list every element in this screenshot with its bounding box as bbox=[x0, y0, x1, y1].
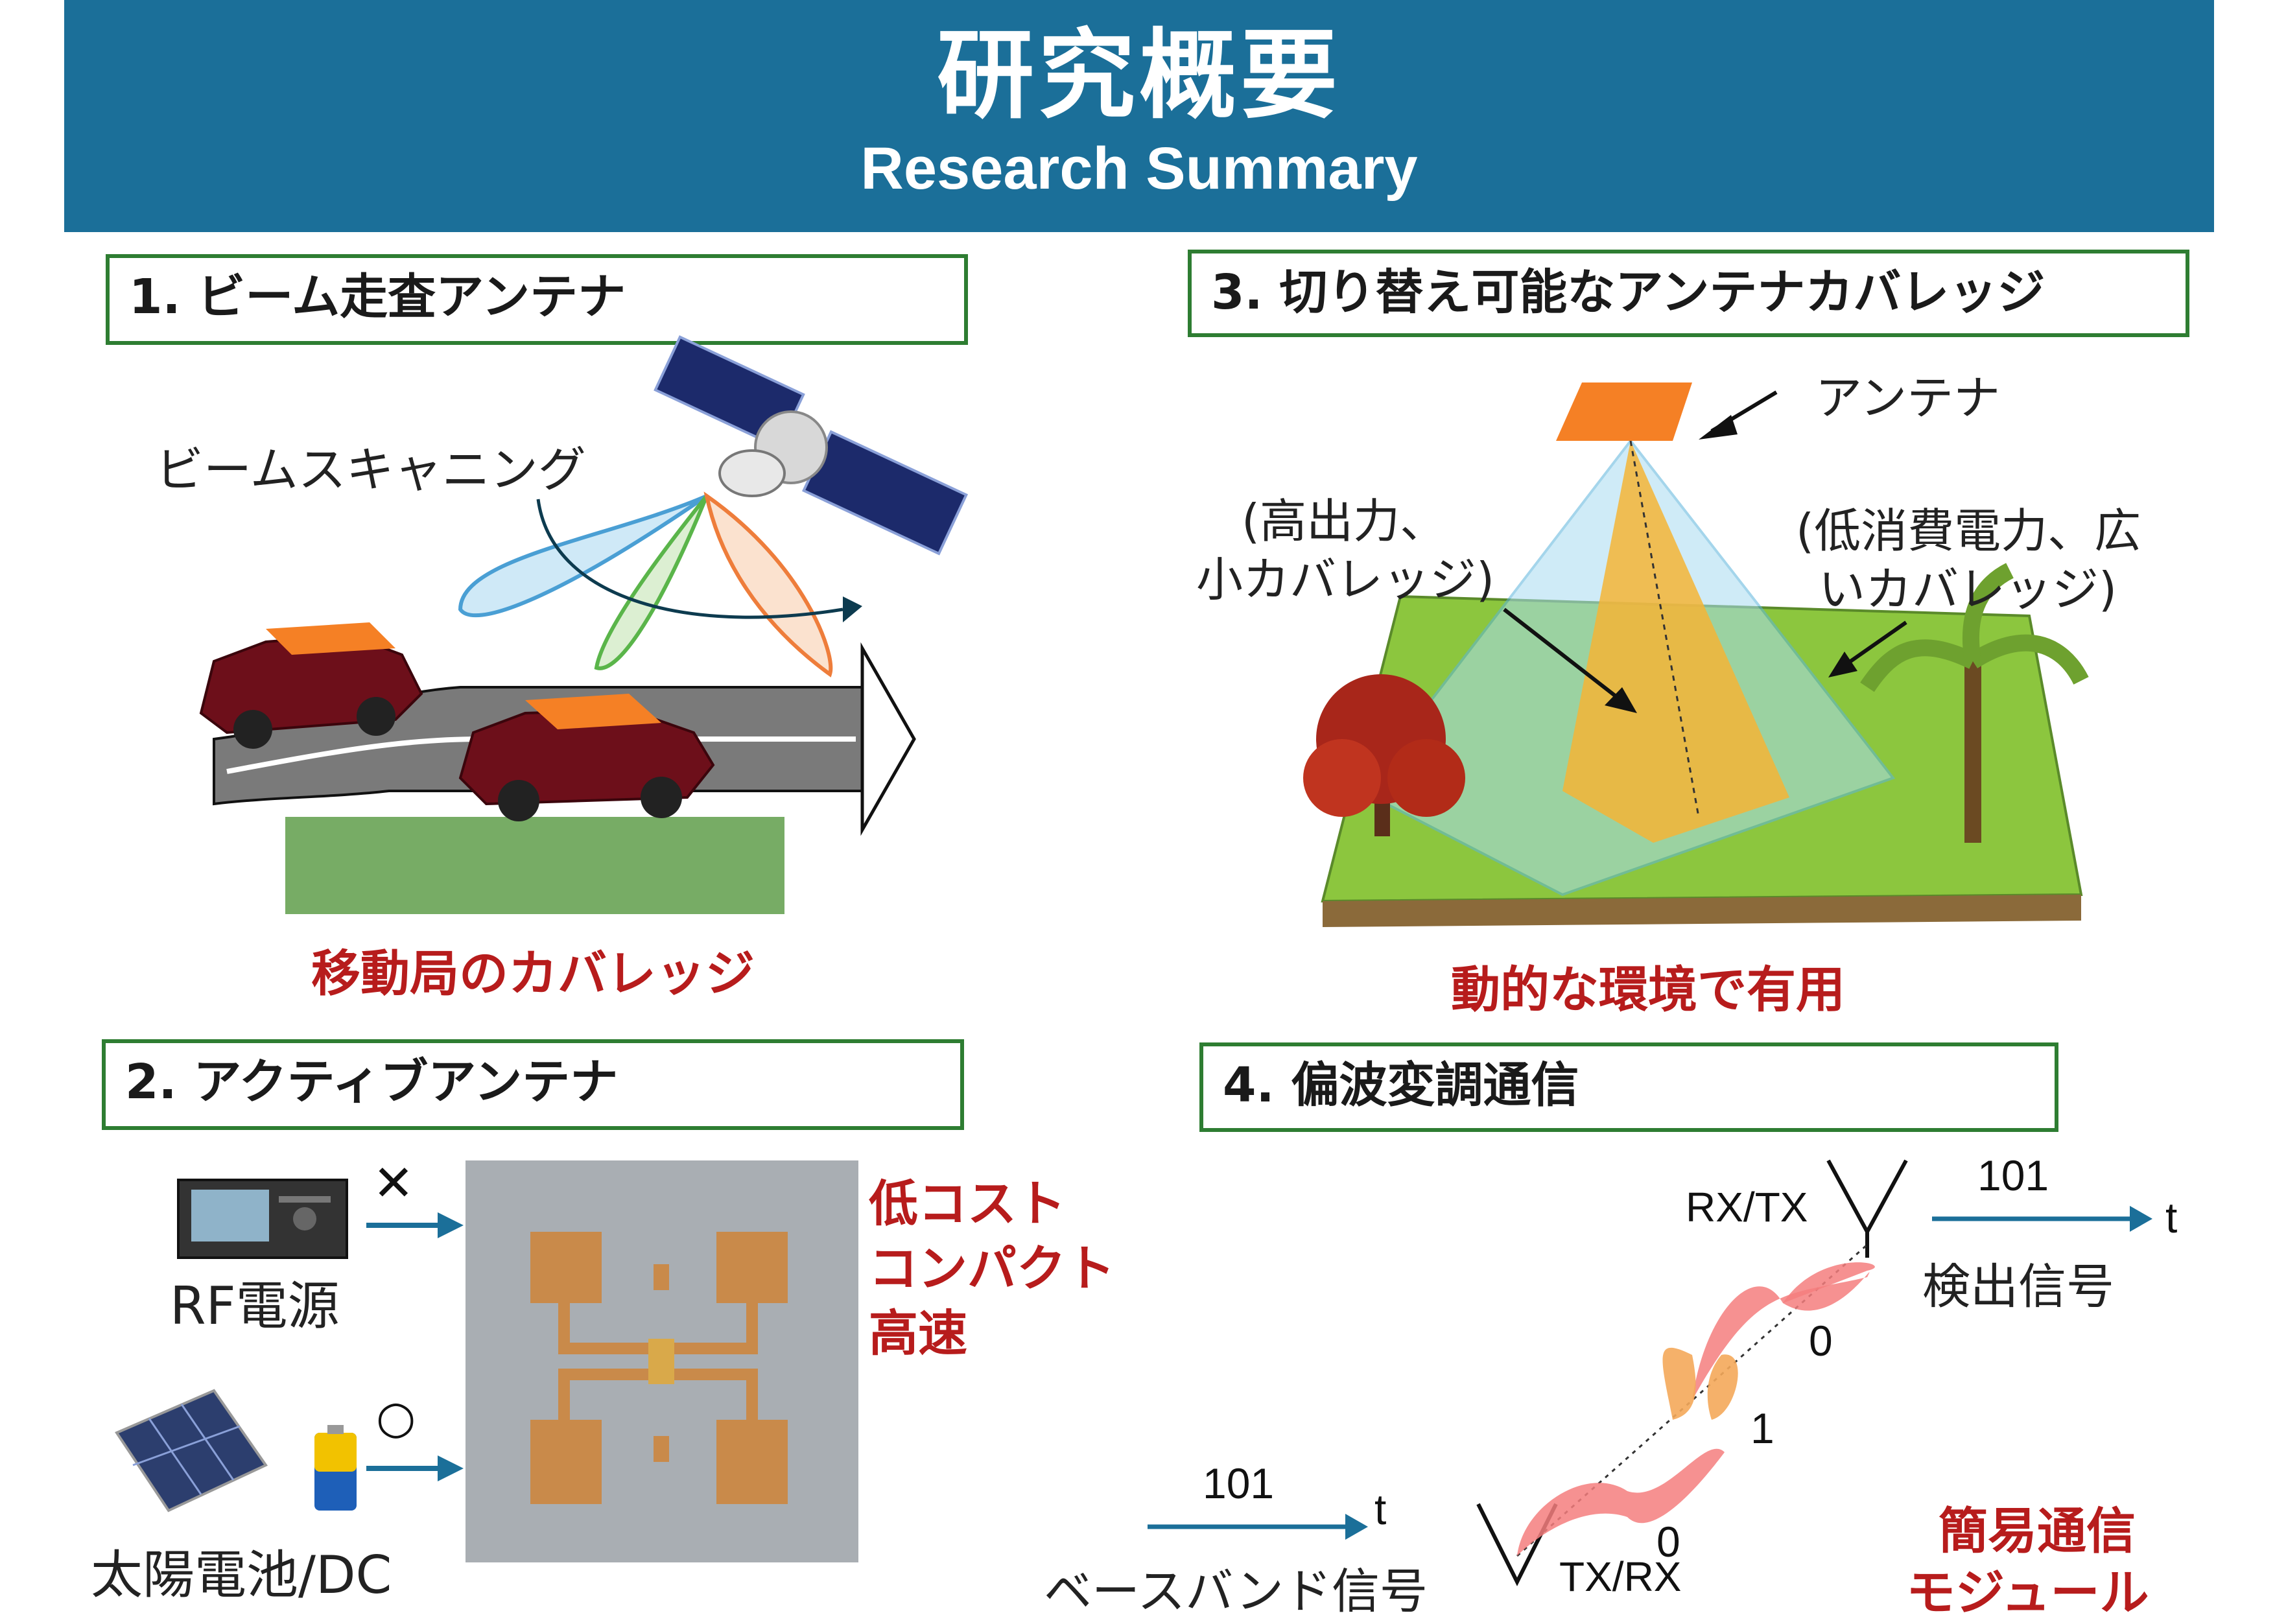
bits-out-label: 101 bbox=[1977, 1151, 2049, 1199]
rf-mark: ✕ bbox=[373, 1154, 414, 1212]
tree-icon bbox=[1303, 674, 1465, 836]
t-out-label: t bbox=[2165, 1194, 2178, 1242]
bit-middle-label: 1 bbox=[1750, 1404, 1774, 1452]
low-power-label-line-1: (低消費電力、広 bbox=[1796, 504, 2141, 558]
rf-instrument-icon bbox=[177, 1179, 348, 1259]
header-banner: 研究概要 Research Summary bbox=[64, 0, 2214, 232]
bit-top-label: 0 bbox=[1809, 1317, 1833, 1365]
solar-panel-icon bbox=[115, 1389, 268, 1512]
tx-rx-label: TX/RX bbox=[1559, 1553, 1682, 1600]
section-1-caption: 移動局のカバレッジ bbox=[311, 945, 755, 1002]
scan-arrow bbox=[536, 499, 843, 619]
section-4-illustration bbox=[1148, 1159, 2152, 1586]
road-arrow-head bbox=[860, 642, 916, 836]
wave-segment-bottom bbox=[1517, 1448, 1725, 1556]
solar-mark: ○ bbox=[376, 1391, 416, 1444]
low-power-label-line-2: いカバレッジ) bbox=[1819, 562, 2117, 617]
active-antenna-board bbox=[466, 1160, 858, 1562]
feature-low-cost: 低コスト bbox=[869, 1175, 1066, 1232]
feature-compact: コンパクト bbox=[869, 1240, 1115, 1297]
baseband-signal-label: ベースバンド信号 bbox=[1044, 1564, 1428, 1619]
rf-source-label: RF電源 bbox=[170, 1276, 340, 1336]
satellite-icon bbox=[654, 335, 969, 556]
high-power-label-line-2: 小カバレッジ) bbox=[1196, 552, 1495, 607]
section-2-title: 2. アクティブアンテナ bbox=[102, 1039, 964, 1130]
section-1-illustration bbox=[199, 335, 969, 914]
beam-lobe-green bbox=[594, 495, 709, 670]
high-power-label-line-1: (高出力、 bbox=[1242, 494, 1447, 548]
detected-signal-label: 検出信号 bbox=[1922, 1259, 2114, 1315]
battery-icon bbox=[314, 1425, 357, 1511]
beam-scanning-label: ビームスキャニング bbox=[156, 442, 586, 498]
car-icon-back bbox=[199, 622, 423, 749]
rx-tx-label: RX/TX bbox=[1686, 1184, 1808, 1230]
beam-lobe-orange bbox=[703, 491, 833, 677]
high-power-pointer bbox=[1503, 607, 1622, 702]
module-label-line-1: 簡易通信 bbox=[1939, 1502, 2136, 1560]
section-3-illustration bbox=[1303, 382, 2089, 927]
section-3-title: 3. 切り替え可能なアンテナカバレッジ bbox=[1188, 250, 2189, 337]
bits-in-label: 101 bbox=[1203, 1459, 1275, 1507]
wave-segment-top bbox=[1692, 1272, 1870, 1400]
palm-tree-icon bbox=[1860, 563, 2089, 843]
page-subtitle: Research Summary bbox=[860, 135, 1418, 202]
rx-antenna-icon bbox=[1826, 1159, 1908, 1258]
solar-dc-label: 太陽電池/DC bbox=[91, 1545, 392, 1605]
narrow-coverage-cone bbox=[1562, 441, 1789, 843]
section-3-caption: 動的な環境で有用 bbox=[1451, 961, 1845, 1018]
t-in-label: t bbox=[1374, 1485, 1387, 1533]
antenna-label: アンテナ bbox=[1815, 371, 2001, 425]
antenna-patch-icon bbox=[1556, 382, 1692, 441]
wave-segment-middle bbox=[1662, 1347, 1738, 1420]
bit-bottom-label: 0 bbox=[1656, 1518, 1680, 1566]
feature-fast: 高速 bbox=[869, 1304, 967, 1362]
page-title: 研究概要 bbox=[936, 19, 1341, 132]
grass bbox=[285, 817, 784, 914]
section-4-title: 4. 偏波変調通信 bbox=[1199, 1042, 2058, 1132]
car-icon-front bbox=[458, 694, 715, 821]
section-2-illustration bbox=[115, 1160, 858, 1562]
module-label-line-2: モジュール bbox=[1906, 1564, 2149, 1621]
low-power-pointer bbox=[1840, 620, 1907, 670]
section-1-title: 1. ビーム走査アンテナ bbox=[106, 254, 968, 345]
